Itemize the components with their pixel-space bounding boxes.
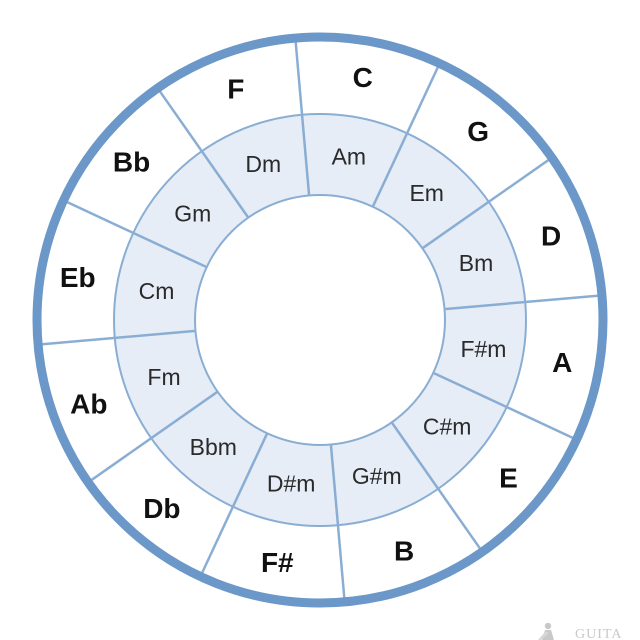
segment-divider xyxy=(62,199,208,269)
segment-divider xyxy=(371,62,441,208)
minor-key-label: Em xyxy=(409,180,444,206)
segment-divider xyxy=(329,444,346,603)
segment-divider xyxy=(294,37,311,196)
major-key-label: C xyxy=(353,62,373,93)
minor-key-label: D#m xyxy=(267,470,316,496)
major-key-label: E xyxy=(499,463,518,494)
minor-key-label: F#m xyxy=(460,336,506,362)
minor-key-label: Gm xyxy=(174,200,211,226)
segment-divider xyxy=(37,329,196,346)
center-circle xyxy=(194,194,446,446)
minor-key-label: C#m xyxy=(423,414,472,440)
minor-key-label: Fm xyxy=(147,364,180,390)
watermark: GUITA xyxy=(538,622,622,640)
segment-divider xyxy=(87,390,219,484)
major-key-label: Bb xyxy=(113,146,150,177)
major-key-label: F xyxy=(227,73,244,104)
major-key-label: Db xyxy=(143,493,180,524)
segment-divider xyxy=(421,156,553,250)
major-key-label: F# xyxy=(261,547,294,578)
minor-key-label: Am xyxy=(332,144,367,170)
segment-dividers xyxy=(37,37,603,603)
segment-divider xyxy=(390,421,484,553)
major-key-labels: C G D A E B F# Db Ab Eb Bb F xyxy=(60,62,573,578)
minor-key-label: Bbm xyxy=(190,434,237,460)
major-key-label: Ab xyxy=(70,389,107,420)
guitar-player-logo-icon xyxy=(538,622,554,640)
minor-key-label: G#m xyxy=(352,463,402,489)
minor-key-label: Dm xyxy=(245,151,281,177)
segment-divider xyxy=(156,87,250,219)
minor-key-label: Bm xyxy=(459,250,494,276)
minor-key-label: Cm xyxy=(139,278,175,304)
segment-divider xyxy=(432,371,578,441)
major-key-label: D xyxy=(541,220,561,251)
major-key-label: B xyxy=(394,536,414,567)
major-key-label: G xyxy=(467,116,489,147)
segment-divider xyxy=(199,432,269,578)
watermark-text: GUITA xyxy=(575,627,622,640)
major-key-label: Eb xyxy=(60,262,96,293)
outer-border xyxy=(32,32,608,608)
segment-divider xyxy=(444,294,603,311)
major-key-label: A xyxy=(552,347,572,378)
